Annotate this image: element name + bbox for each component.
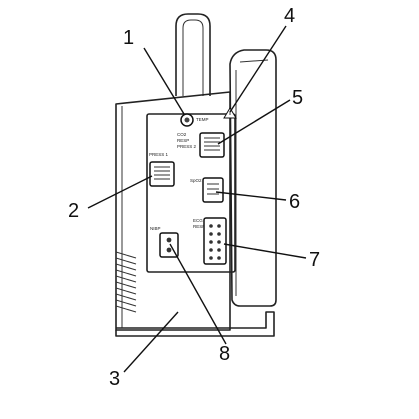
leader-line-2 bbox=[87, 175, 153, 209]
leader-line-7 bbox=[223, 243, 307, 259]
handle bbox=[175, 13, 211, 96]
callout-2: 2 bbox=[68, 200, 79, 222]
ecg-connector bbox=[203, 217, 227, 265]
press1-label: PRESS 1 bbox=[149, 152, 169, 157]
callout-3: 3 bbox=[109, 368, 120, 390]
callout-5: 5 bbox=[292, 87, 303, 109]
nibp-label: NIBP bbox=[150, 226, 161, 231]
display-bezel bbox=[229, 49, 277, 307]
callout-6: 6 bbox=[289, 191, 300, 213]
spo2-label: SpO2 bbox=[190, 178, 202, 183]
callout-8: 8 bbox=[219, 343, 230, 365]
callout-1: 1 bbox=[123, 27, 134, 49]
leader-line-3 bbox=[123, 311, 179, 373]
monitor-base bbox=[115, 311, 275, 337]
spo2-connector bbox=[202, 177, 224, 203]
press2-label: PRESS 2 bbox=[177, 144, 197, 149]
vent-grille bbox=[115, 251, 137, 313]
ecg-label: ECG bbox=[193, 218, 203, 223]
leader-line-1 bbox=[143, 47, 185, 115]
monitor-body bbox=[115, 91, 231, 331]
leader-line-8 bbox=[169, 243, 227, 345]
co2-label: CO2 bbox=[177, 132, 187, 137]
connector-panel bbox=[146, 113, 236, 273]
leader-line-4 bbox=[229, 25, 287, 113]
press1-connector bbox=[149, 161, 175, 187]
leader-line-6 bbox=[215, 191, 287, 201]
ecg-resp-label: RESP bbox=[193, 224, 205, 229]
temp-label: TEMP bbox=[196, 117, 209, 122]
callout-4: 4 bbox=[284, 5, 295, 27]
leader-line-5 bbox=[217, 99, 291, 145]
co2-connector bbox=[199, 132, 225, 158]
callout-7: 7 bbox=[309, 249, 320, 271]
co2-resp-label: RESP bbox=[177, 138, 189, 143]
